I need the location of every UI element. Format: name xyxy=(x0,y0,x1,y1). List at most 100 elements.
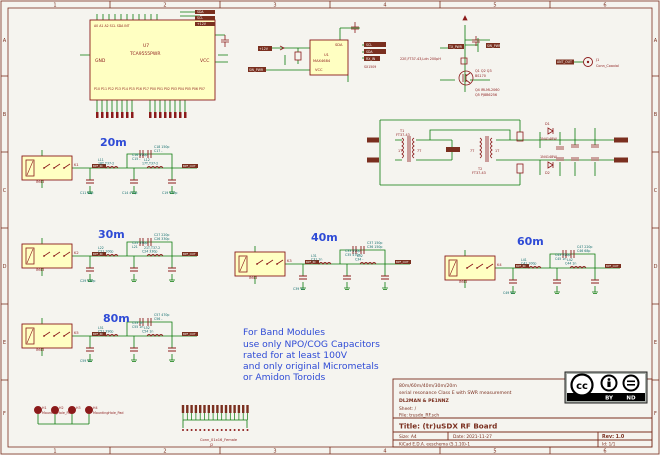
header-pin-icon xyxy=(186,429,189,431)
t1-value: FT37-43 xyxy=(396,133,410,137)
transistor-q1 xyxy=(458,70,474,86)
header-pin-flag xyxy=(194,405,198,413)
relay-coil-icon xyxy=(238,255,248,273)
col-label: 4 xyxy=(383,3,386,9)
t2-ref: T2 xyxy=(477,167,482,171)
net-flag xyxy=(258,46,272,51)
part-label: C17 - xyxy=(154,149,162,153)
pin-flag xyxy=(121,112,124,118)
u7-vcc-pin: VCC xyxy=(200,58,209,64)
pin-flag xyxy=(184,112,187,118)
col-label: 6 xyxy=(603,449,606,455)
mounting-hole-icon xyxy=(85,406,93,414)
part-label: L11 xyxy=(98,158,104,162)
ground-icon xyxy=(169,279,175,282)
row-label: D xyxy=(654,264,658,270)
col-label: 1 xyxy=(53,449,56,455)
ground-icon xyxy=(510,291,516,294)
net-flag xyxy=(195,16,215,20)
capacitor-icon xyxy=(86,347,94,352)
part-label: L51 xyxy=(98,326,104,330)
capacitor-icon xyxy=(299,275,307,280)
part-label: C37 150p xyxy=(367,241,382,245)
capacitor-icon xyxy=(360,246,365,254)
net-12v-label: +12V xyxy=(197,22,207,26)
header-pin-flag xyxy=(190,405,193,413)
svg-text:P00 P01 P02 P03 P04 P05 P06 P0: P00 P01 P02 P03 P04 P05 P06 P07 xyxy=(150,87,205,91)
transformer-t1-primary xyxy=(401,137,404,159)
ground-icon xyxy=(169,191,175,194)
mounting-hole-ref: H4 xyxy=(93,406,98,410)
capacitor-icon xyxy=(168,267,176,272)
net-flag xyxy=(364,42,386,47)
part-label: C43 220p xyxy=(555,253,570,257)
band-title: 80m xyxy=(103,312,130,325)
net-ant-out-label: ANT_OUT xyxy=(557,60,572,64)
capacitor xyxy=(591,157,599,161)
u7-ref: U7 xyxy=(143,43,149,49)
net-flag xyxy=(556,59,574,65)
header-pin-flag xyxy=(242,405,245,413)
part-label: L32 xyxy=(357,254,363,258)
inductor-icon xyxy=(146,334,164,337)
title-kicad: KiCad E.D.A. eeschema (5.1.10)-1 xyxy=(399,442,470,447)
note-line: rated for at least 100V xyxy=(243,349,348,361)
frame-row-labels: A B C D E F A B C D E F xyxy=(3,38,658,417)
relay-coil-diagonal xyxy=(26,328,34,344)
mounting-hole-ref: H3 xyxy=(76,406,81,410)
capacitor-icon xyxy=(168,179,176,184)
pin-flag xyxy=(106,112,109,118)
net-flag xyxy=(605,264,621,268)
driver-stage: 22E,FT37-43,Ldn 200pH Q1 Q2 Q3 BS170 Q4 … xyxy=(400,15,502,97)
relay-coil-icon xyxy=(25,327,35,345)
part-label: C31 1n xyxy=(311,258,322,262)
relay-coil-icon xyxy=(448,259,458,277)
net-flag xyxy=(195,22,215,26)
nd-text: ND xyxy=(626,396,636,402)
part-label: C18 150p xyxy=(154,145,169,149)
relay-contact-dot xyxy=(53,335,55,337)
relay-contacts-icon xyxy=(466,263,494,269)
coax-center-pin xyxy=(586,60,590,64)
relay-value: IM43 xyxy=(249,276,257,280)
title-file: File: trusdx_RF.sch xyxy=(399,413,439,419)
relay-contacts-icon xyxy=(43,163,71,169)
header-pin-icon xyxy=(237,429,240,431)
header-pin-icon xyxy=(207,429,210,431)
header-pin-icon xyxy=(199,429,202,431)
diode-d2 xyxy=(547,161,554,169)
row-label: D xyxy=(3,264,7,270)
u7-value: TCA9555PWR xyxy=(129,51,160,57)
part-label: C51 390p xyxy=(98,330,113,334)
row-label: B xyxy=(654,112,658,118)
capacitor-icon xyxy=(130,347,138,352)
header-pin-flag xyxy=(220,405,223,413)
pin-flag xyxy=(154,112,157,118)
row-label: C xyxy=(3,188,7,194)
part-label: L42 xyxy=(567,258,573,262)
title-authors: DL2MAN & PE1NNZ xyxy=(399,398,450,404)
mounting-hole-icon xyxy=(34,406,42,414)
mounting-hole-icon xyxy=(68,406,76,414)
cc-by-nd-license-badge: cc BY ND xyxy=(564,371,648,404)
ground-icon xyxy=(87,191,93,194)
col-label: 2 xyxy=(163,3,166,9)
relay-coil-diagonal xyxy=(239,256,247,272)
part-label: C33 470p xyxy=(345,249,360,253)
relay-contact-dot xyxy=(486,267,488,269)
part-label: C57 470p xyxy=(154,313,169,317)
inductor-icon xyxy=(146,166,164,169)
note-line: For Band Modules xyxy=(243,327,325,339)
inductor-icon xyxy=(569,266,587,269)
ground-icon xyxy=(131,279,137,282)
band-wires xyxy=(41,150,197,192)
row-label: F xyxy=(3,411,6,417)
u1-ne-label: SDA xyxy=(335,43,343,47)
part-label: C53 1n xyxy=(132,321,143,325)
ground-icon xyxy=(131,359,137,362)
inductor-icon xyxy=(359,262,377,265)
capacitor-icon xyxy=(139,318,144,326)
